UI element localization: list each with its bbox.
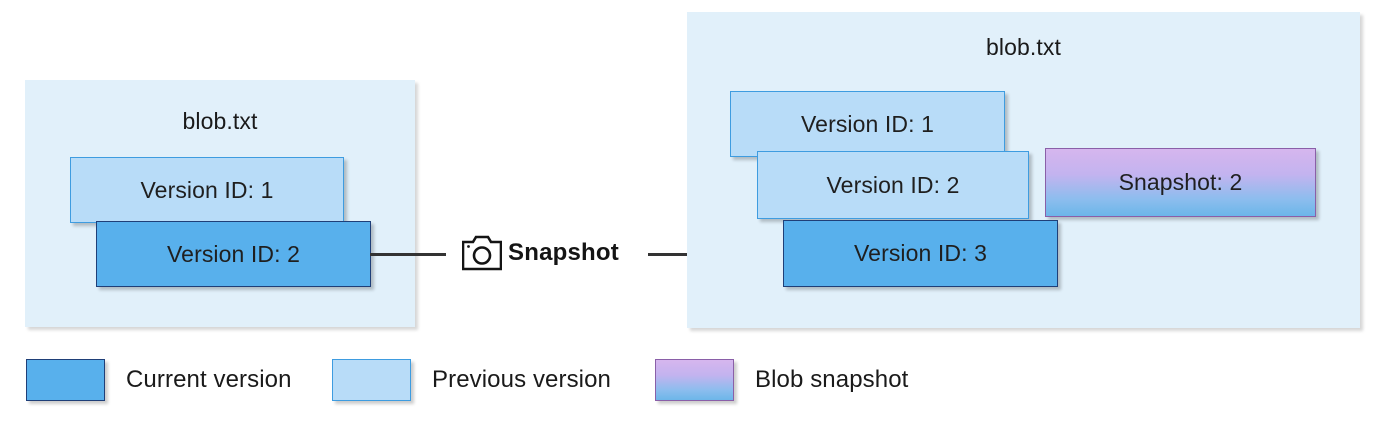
connector-line-left: [370, 253, 446, 256]
right-version-box-2-label: Version ID: 2: [826, 171, 960, 198]
right-version-box-2: Version ID: 2: [757, 151, 1029, 219]
left-version-box-1: Version ID: 1: [70, 157, 344, 223]
legend-label-current-version: Current version: [126, 366, 292, 393]
right-version-box-3: Version ID: 3: [783, 220, 1058, 287]
legend-swatch-current-version: [26, 359, 105, 401]
right-snapshot-box: Snapshot: 2: [1045, 148, 1316, 217]
right-snapshot-box-label: Snapshot: 2: [1118, 169, 1243, 195]
camera-icon: [461, 234, 503, 272]
legend-label-previous-version: Previous version: [432, 366, 612, 393]
left-version-box-2: Version ID: 2: [96, 221, 371, 287]
legend-item-blob-snapshot: Blob snapshot: [655, 358, 908, 402]
right-panel-title: blob.txt: [986, 34, 1061, 60]
legend: Current version Previous version Blob sn…: [0, 358, 1376, 408]
left-panel-title: blob.txt: [182, 108, 258, 134]
legend-swatch-previous-version: [332, 359, 411, 401]
legend-item-previous-version: Previous version: [332, 358, 611, 402]
right-version-box-3-label: Version ID: 3: [854, 240, 987, 266]
right-version-box-1: Version ID: 1: [730, 91, 1005, 157]
snapshot-transition-label: Snapshot: [508, 239, 619, 266]
legend-swatch-blob-snapshot: [655, 359, 734, 401]
left-version-box-2-label: Version ID: 2: [167, 240, 300, 267]
legend-item-current-version: Current version: [26, 358, 292, 402]
legend-label-blob-snapshot: Blob snapshot: [755, 366, 909, 393]
right-version-box-1-label: Version ID: 1: [801, 110, 934, 137]
left-version-box-1-label: Version ID: 1: [140, 176, 274, 203]
